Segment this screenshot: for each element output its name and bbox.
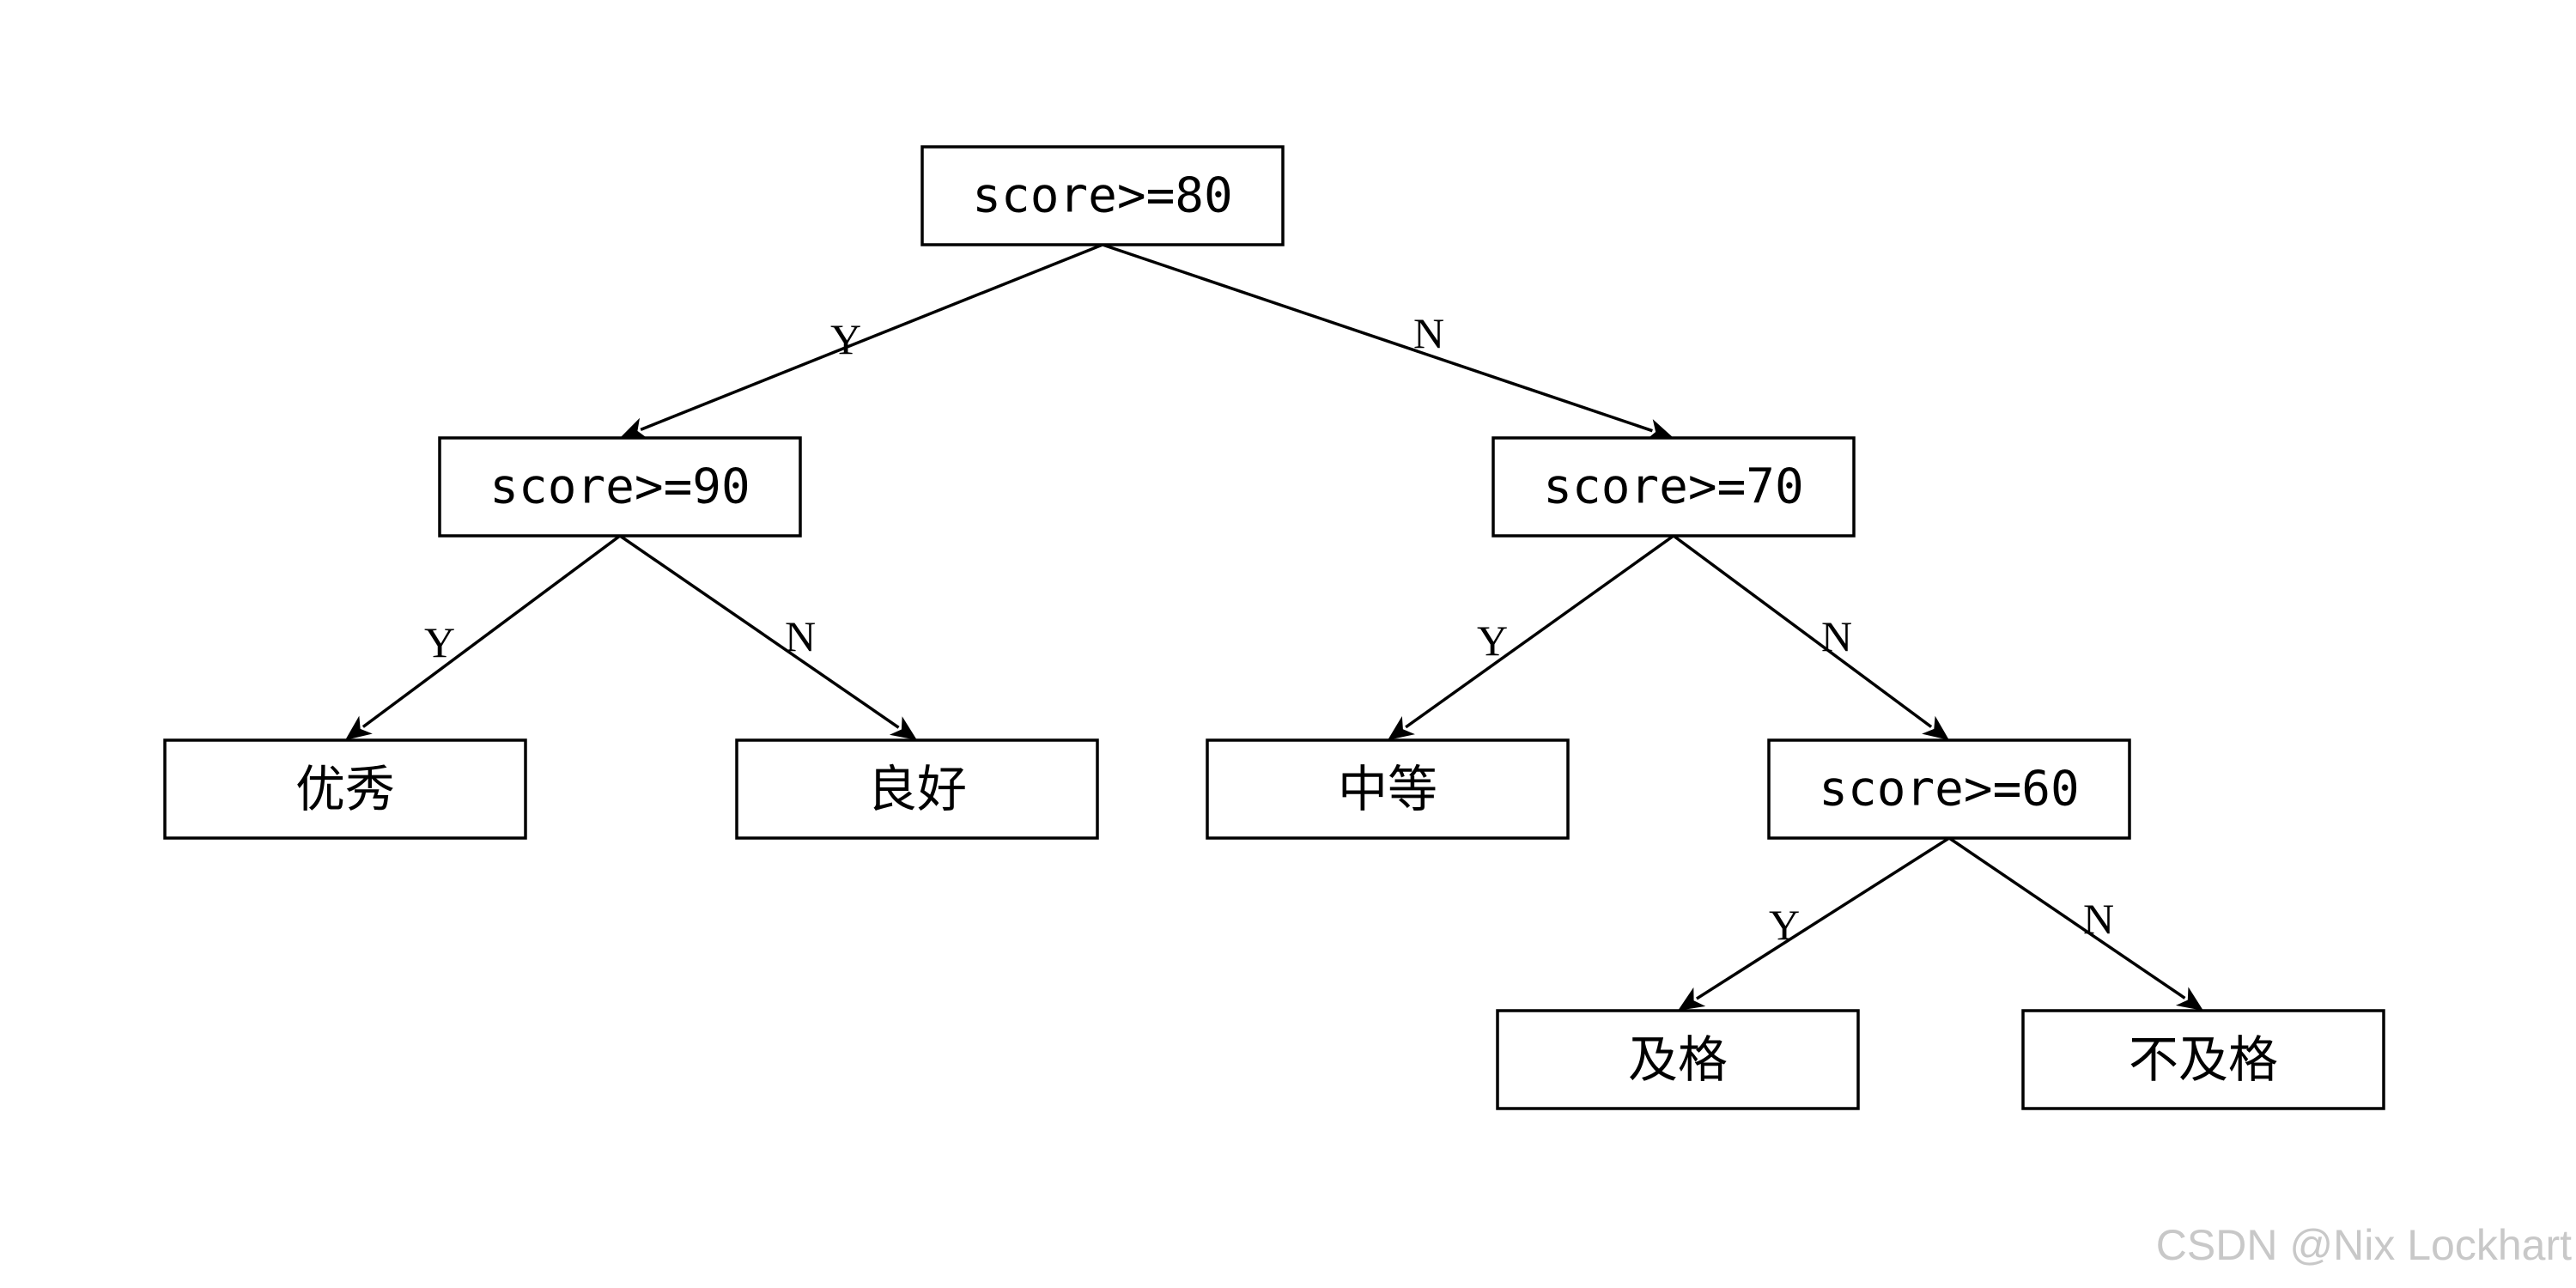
node-label: 优秀	[295, 760, 395, 818]
node-box	[735, 738, 1099, 840]
edge-line	[1405, 534, 1675, 729]
node-box	[1492, 436, 1856, 538]
node-fail: 不及格	[2021, 1009, 2385, 1110]
node-label: score>=80	[972, 168, 1232, 224]
node-cond70: score>=70	[1492, 436, 1856, 538]
node-pass: 及格	[1496, 1009, 1860, 1110]
node-label: 及格	[1628, 1030, 1728, 1089]
node-box	[438, 436, 802, 538]
arrow-head	[889, 716, 917, 740]
edge-cond70-cond60: N	[1672, 534, 1949, 740]
node-box	[920, 145, 1285, 246]
node-label: score>=70	[1543, 459, 1803, 515]
node-label: score>=60	[1819, 762, 2079, 817]
edge-label: Y	[830, 315, 861, 363]
edge-label: Y	[1769, 901, 1800, 949]
node-root: score>=80	[920, 145, 1285, 246]
arrow-head	[1922, 715, 1949, 740]
node-label: 中等	[1338, 760, 1437, 818]
node-good: 良好	[735, 738, 1099, 840]
edge-root-cond70: N	[1102, 243, 1674, 440]
edge-label: Y	[1477, 617, 1508, 665]
node-cond60: score>=60	[1767, 738, 2131, 840]
edge-label: N	[1413, 309, 1444, 357]
arrow-head	[620, 417, 648, 439]
arrow-head	[1388, 715, 1415, 740]
edge-line	[361, 534, 622, 728]
edge-label: N	[785, 612, 816, 660]
node-box	[1206, 738, 1570, 840]
edge-line	[619, 534, 900, 729]
node-box	[1496, 1009, 1860, 1110]
edge-cond60-pass: Y	[1678, 836, 1950, 1011]
arrow-head	[2175, 987, 2203, 1011]
watermark: CSDN @Nix Lockhart	[2156, 1221, 2572, 1269]
edge-line	[640, 243, 1103, 431]
node-box	[2021, 1009, 2385, 1110]
edge-label: N	[2083, 895, 2114, 943]
node-cond90: score>=90	[438, 436, 802, 538]
edge-label: Y	[424, 618, 455, 666]
node-label: score>=90	[489, 459, 750, 515]
node-medium: 中等	[1206, 738, 1570, 840]
node-box	[163, 738, 527, 840]
node-excellent: 优秀	[163, 738, 527, 840]
edge-cond70-medium: Y	[1388, 534, 1675, 740]
arrow-head	[345, 715, 373, 740]
node-label: 良好	[867, 760, 967, 818]
arrow-head	[1678, 987, 1706, 1011]
node-box	[1767, 738, 2131, 840]
edge-line	[1695, 836, 1950, 1000]
edge-root-cond90: Y	[620, 243, 1103, 439]
edge-cond90-excellent: Y	[345, 534, 622, 740]
node-label: 不及格	[2129, 1030, 2278, 1089]
edge-label: N	[1821, 612, 1852, 660]
edge-line	[1102, 243, 1653, 433]
edge-line	[1948, 836, 2186, 999]
edge-cond60-fail: N	[1948, 836, 2203, 1011]
edge-line	[1672, 534, 1933, 728]
nodes-layer: score>=80 score>=90 score>=70 优秀 良好 中等 score>=…	[163, 145, 2385, 1110]
edges-layer: Y N Y N Y N Y N	[345, 243, 2203, 1011]
arrow-head	[1645, 419, 1674, 440]
edge-cond90-good: N	[619, 534, 917, 740]
